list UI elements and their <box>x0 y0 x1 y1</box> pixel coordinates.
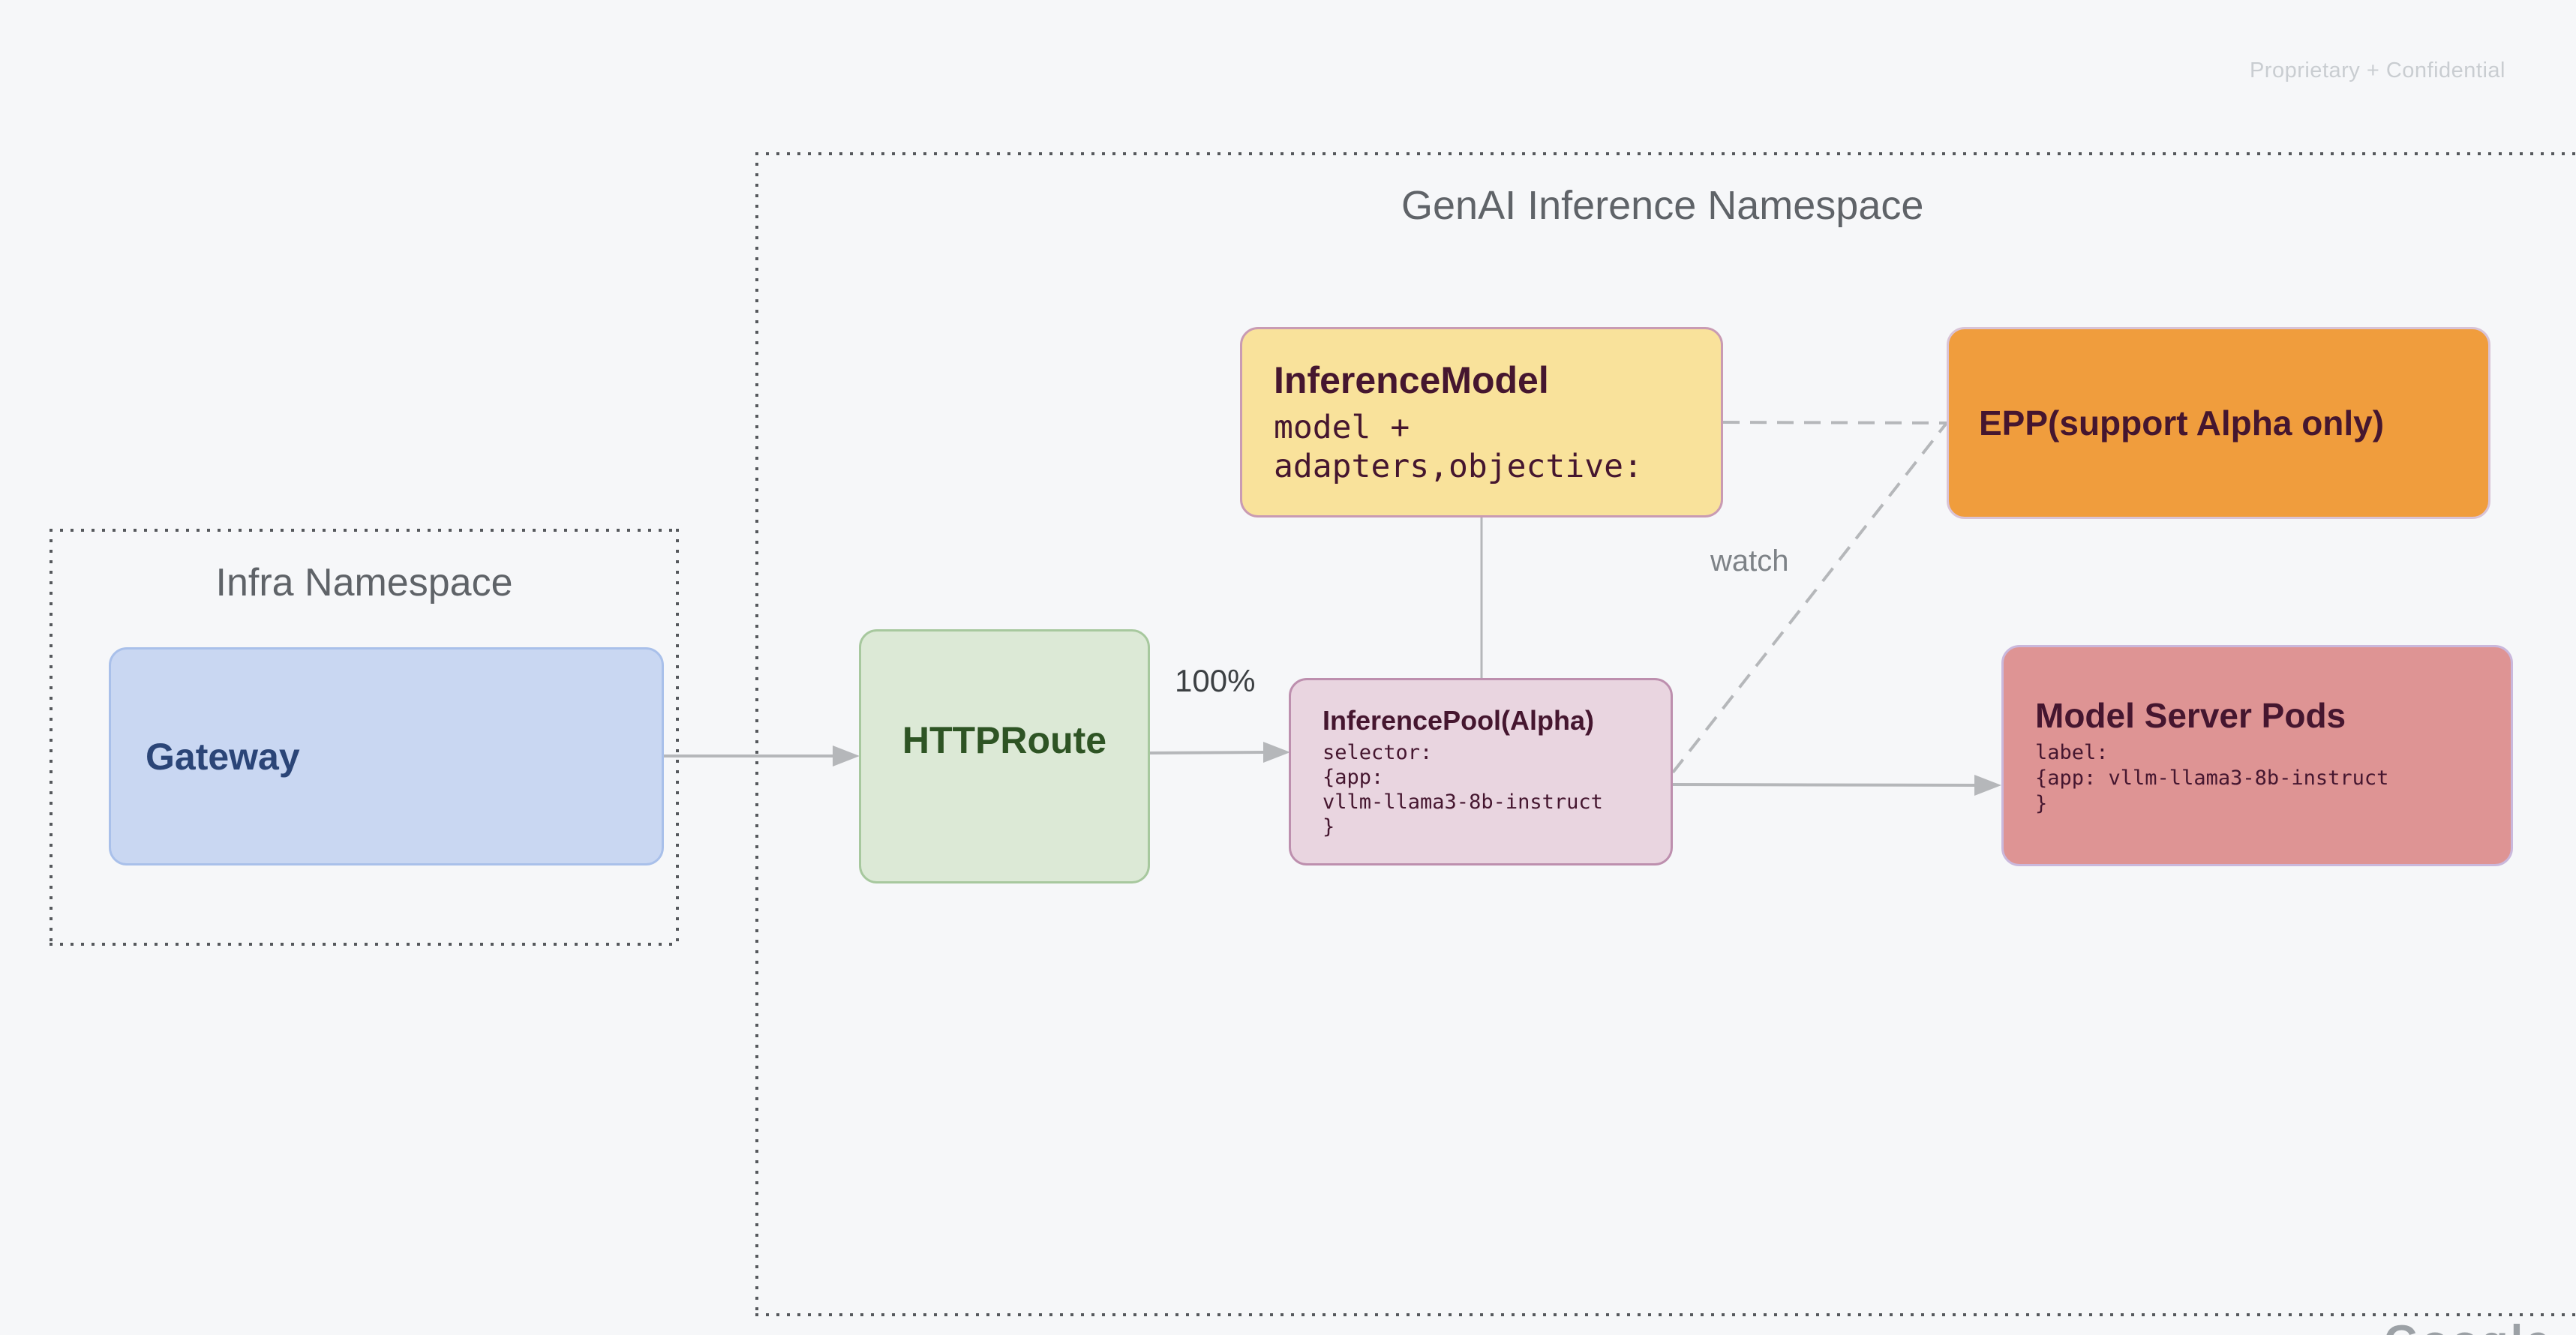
inference-pool-spec-line: } <box>1323 814 1335 838</box>
inference-pool-spec-line: vllm-llama3-8b-instruct <box>1323 790 1603 814</box>
inference-model-spec-line: adapters,objective: <box>1274 448 1643 485</box>
gateway-node-title: Gateway <box>146 735 300 778</box>
inference-model-node: InferenceModel model + adapters,objectiv… <box>1240 327 1723 518</box>
epp-node-title: EPP(support Alpha only) <box>1979 404 2385 442</box>
inference-pool-spec-line: {app: <box>1323 765 1384 789</box>
google-logo: Google <box>2384 1316 2553 1335</box>
traffic-split-label: 100% <box>1175 663 1256 698</box>
inference-model-spec-line: model + <box>1274 409 1410 446</box>
model-server-pods-node-title: Model Server Pods <box>2035 695 2346 735</box>
infra-namespace-title: Infra Namespace <box>215 561 513 604</box>
inference-pool-spec-line: selector: <box>1323 740 1433 764</box>
gateway-node: Gateway <box>109 647 664 866</box>
inference-pool-node: InferencePool(Alpha) selector: {app: vll… <box>1289 678 1673 866</box>
httproute-node-title: HTTPRoute <box>902 718 1107 761</box>
inference-model-node-title: InferenceModel <box>1274 359 1549 401</box>
model-server-pods-node: Model Server Pods label: {app: vllm-llam… <box>2001 645 2513 866</box>
genai-namespace-title: GenAI Inference Namespace <box>1401 183 1924 228</box>
watch-label: watch <box>1710 544 1789 578</box>
epp-node: EPP(support Alpha only) <box>1947 327 2490 519</box>
model-server-pods-spec-line: } <box>2035 791 2048 815</box>
model-server-pods-spec-line: label: <box>2035 740 2109 764</box>
inference-pool-node-title: InferencePool(Alpha) <box>1323 704 1595 736</box>
httproute-node: HTTPRoute <box>859 629 1150 884</box>
model-server-pods-spec-line: {app: vllm-llama3-8b-instruct <box>2035 766 2389 790</box>
confidentiality-note: Proprietary + Confidential <box>2249 58 2505 82</box>
